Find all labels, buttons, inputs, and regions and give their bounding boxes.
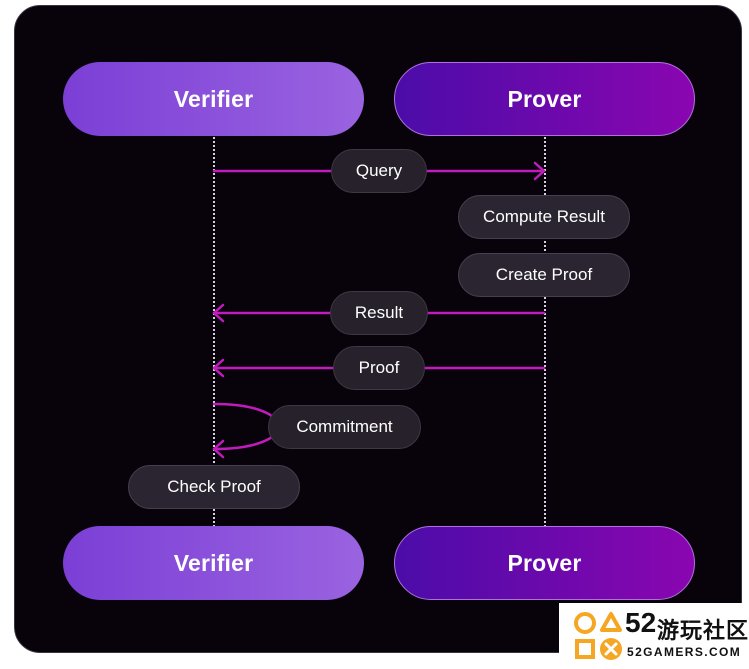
compute-result-label: Compute Result	[458, 195, 630, 239]
query-label: Query	[331, 149, 427, 193]
commitment-label: Commitment	[268, 405, 421, 449]
watermark-subtitle: 52GAMERS.COM	[627, 645, 742, 659]
watermark-title: 游玩社区	[657, 619, 749, 644]
watermark: 52 游玩社区 52GAMERS.COM	[559, 603, 749, 669]
proof-label: Proof	[333, 346, 425, 390]
prover-lifeline	[544, 134, 546, 534]
watermark-number: 52	[625, 607, 657, 638]
check-proof-label: Check Proof	[128, 465, 300, 509]
verifier-actor-bottom: Verifier	[63, 526, 364, 600]
game-controller-symbols-icon	[574, 612, 622, 660]
result-label: Result	[330, 291, 428, 335]
create-proof-label: Create Proof	[458, 253, 630, 297]
verifier-lifeline	[213, 134, 215, 534]
sequence-diagram: Verifier Prover Query Compute Result Cre…	[14, 5, 742, 653]
prover-actor-bottom: Prover	[394, 526, 695, 600]
verifier-actor-top: Verifier	[63, 62, 364, 136]
prover-actor-top: Prover	[394, 62, 695, 136]
